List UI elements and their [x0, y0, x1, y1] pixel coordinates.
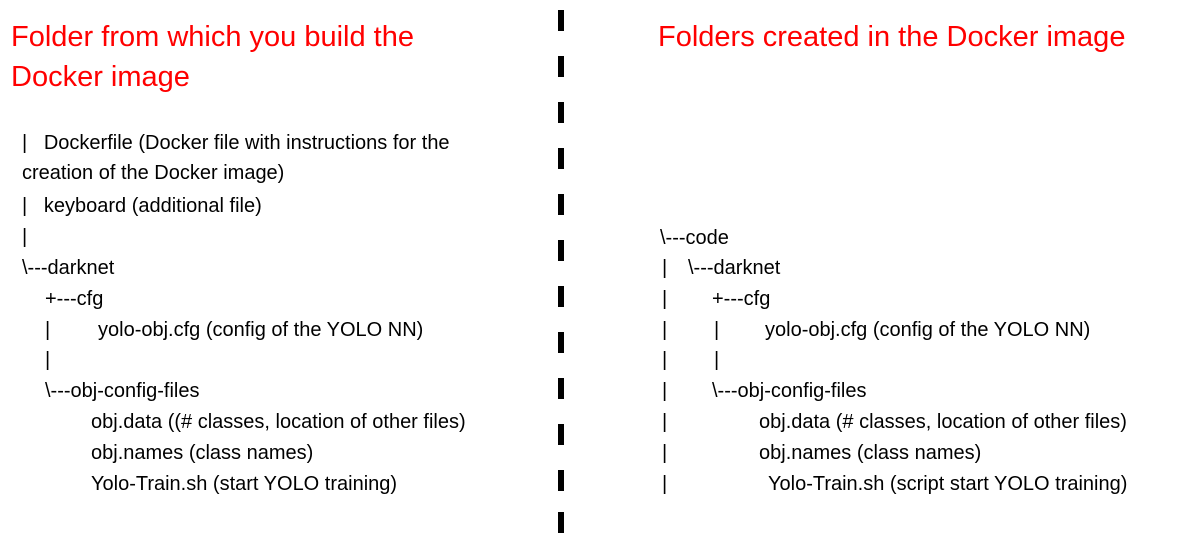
- left-tree-line-obj-config-files: \---obj-config-files: [45, 380, 200, 402]
- right-tree-line-pipe-7: |: [662, 442, 668, 464]
- left-tree-line-dockerfile-cont: creation of the Docker image): [22, 162, 285, 184]
- dashed-divider: [557, 0, 565, 537]
- right-tree-line-pipe-4: |: [662, 349, 668, 371]
- right-tree-line-code: \---code: [660, 227, 729, 249]
- right-tree-line-yolo-train: Yolo-Train.sh (script start YOLO trainin…: [768, 473, 1128, 495]
- divider-dash: [558, 194, 564, 215]
- right-tree-line-obj-names: obj.names (class names): [759, 442, 982, 464]
- right-tree-line-pipe-3: |: [662, 319, 668, 341]
- left-tree-line-keyboard: | keyboard (additional file): [22, 195, 262, 217]
- left-tree-line-yolo-train: Yolo-Train.sh (start YOLO training): [91, 473, 398, 495]
- right-tree-line-cfg: +---cfg: [712, 288, 771, 310]
- left-panel-title: Folder from which you build the Docker i…: [11, 17, 414, 97]
- divider-dash: [558, 240, 564, 261]
- left-tree-line-obj-data: obj.data ((# classes, location of other …: [91, 411, 466, 433]
- left-tree-line-pipe: |: [22, 226, 28, 248]
- left-tree-line-darknet: \---darknet: [22, 257, 115, 279]
- divider-dash: [558, 102, 564, 123]
- right-tree-line-pipe-6: |: [662, 411, 668, 433]
- left-tree-line-cfg-pipe: |: [45, 319, 51, 341]
- divider-dash: [558, 332, 564, 353]
- divider-dash: [558, 56, 564, 77]
- right-tree-line-obj-data: obj.data (# classes, location of other f…: [759, 411, 1127, 433]
- left-tree-line-cfg: +---cfg: [45, 288, 104, 310]
- divider-dash: [558, 148, 564, 169]
- right-tree-line-obj-config-files: \---obj-config-files: [712, 380, 867, 402]
- right-tree-line-cfg-pipe-2: |: [714, 349, 720, 371]
- divider-dash: [558, 378, 564, 399]
- divider-dash: [558, 470, 564, 491]
- divider-dash: [558, 512, 564, 533]
- divider-dash: [558, 286, 564, 307]
- left-tree-line-dockerfile: | Dockerfile (Docker file with instructi…: [22, 132, 450, 154]
- right-tree-line-yolo-cfg: yolo-obj.cfg (config of the YOLO NN): [765, 319, 1091, 341]
- divider-dash: [558, 424, 564, 445]
- left-tree-line-yolo-cfg: yolo-obj.cfg (config of the YOLO NN): [98, 319, 424, 341]
- left-title-line-2: Docker image: [11, 61, 190, 93]
- right-tree-line-pipe-8: |: [662, 473, 668, 495]
- right-tree-line-cfg-pipe: |: [714, 319, 720, 341]
- right-tree-line-pipe-1: |: [662, 257, 668, 279]
- right-tree-line-pipe-5: |: [662, 380, 668, 402]
- right-tree-line-darknet: \---darknet: [688, 257, 781, 279]
- left-title-line-1: Folder from which you build the: [11, 21, 414, 53]
- left-tree-line-obj-names: obj.names (class names): [91, 442, 314, 464]
- divider-dash: [558, 10, 564, 31]
- right-panel-title: Folders created in the Docker image: [658, 21, 1126, 53]
- left-tree-line-pipe-2: |: [45, 349, 51, 371]
- right-tree-line-pipe-2: |: [662, 288, 668, 310]
